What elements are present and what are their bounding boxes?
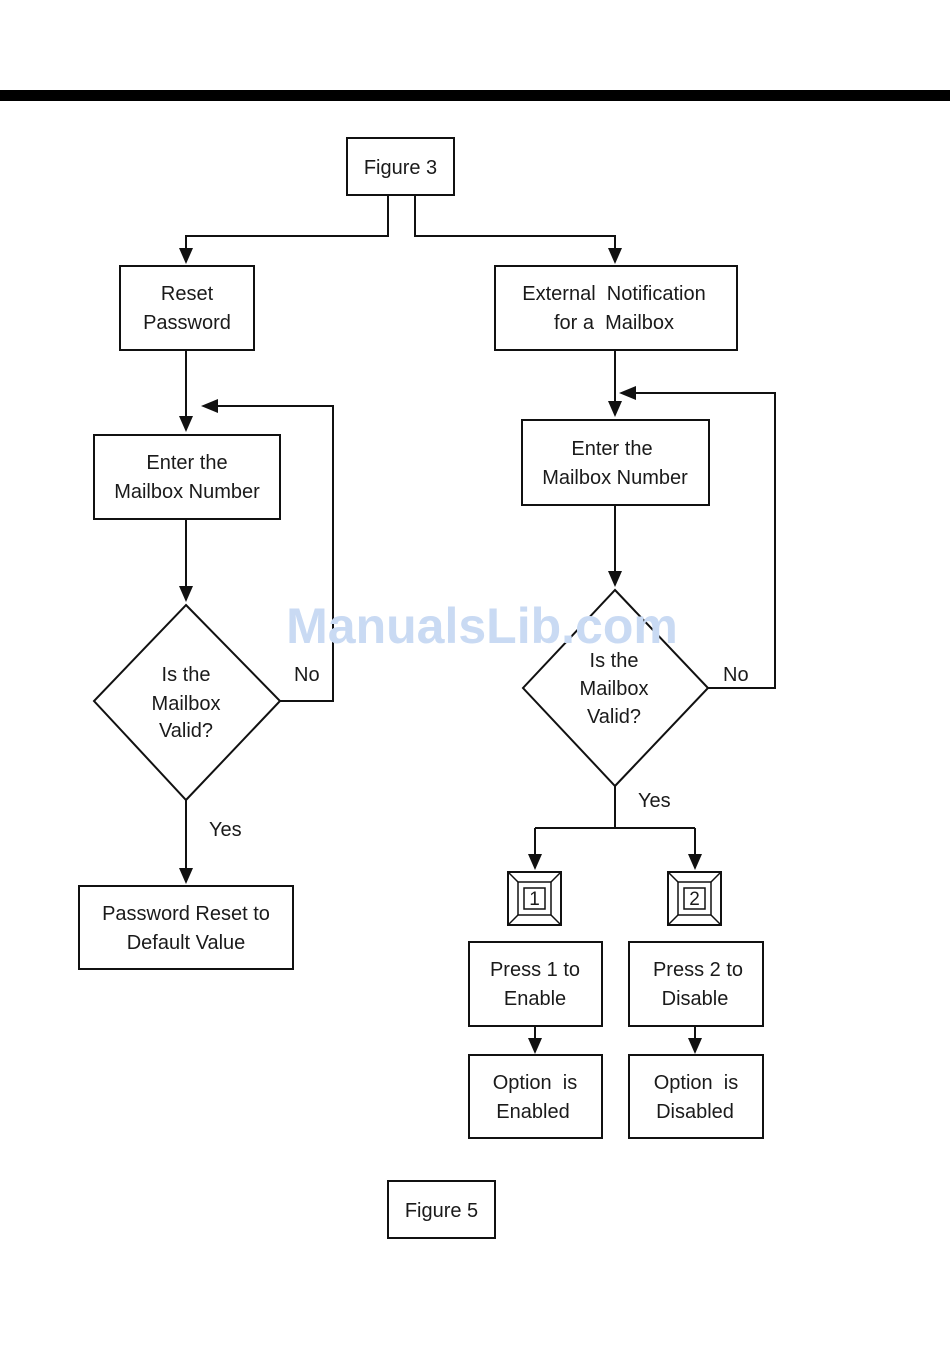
option-enabled-line2: Enabled bbox=[496, 1101, 569, 1123]
arrowhead-to-password-reset bbox=[179, 868, 193, 884]
arrowheads bbox=[179, 248, 702, 1054]
press2-line2: Disable bbox=[662, 988, 729, 1010]
node-figure3: Figure 3 bbox=[346, 137, 455, 196]
figure5-label: Figure 5 bbox=[405, 1200, 478, 1222]
valid-left-line3: Valid? bbox=[159, 720, 213, 742]
watermark: ManualsLib.com bbox=[286, 598, 678, 654]
press2-line1: Press 2 to bbox=[653, 959, 743, 981]
reset-password-line1: Reset bbox=[161, 283, 214, 305]
node-reset-password: Reset Password bbox=[119, 265, 255, 351]
arrowhead-to-option-disabled bbox=[688, 1038, 702, 1054]
decision-mailbox-valid-right: Is the Mailbox Valid? bbox=[521, 588, 710, 788]
key1-label: 1 bbox=[529, 889, 540, 910]
node-external-notification: External Notification for a Mailbox bbox=[494, 265, 738, 351]
arrowhead-to-valid-left bbox=[179, 586, 193, 602]
arrowhead-to-key2 bbox=[688, 854, 702, 870]
arrowhead-loop-left bbox=[201, 399, 218, 413]
arrowhead-to-enter-left bbox=[179, 416, 193, 432]
valid-left-line2: Mailbox bbox=[152, 693, 221, 715]
external-notification-line1: External Notification bbox=[522, 283, 705, 305]
node-option-enabled: Option is Enabled bbox=[468, 1054, 603, 1139]
external-notification-line2: for a Mailbox bbox=[554, 312, 674, 334]
valid-right-line3: Valid? bbox=[587, 706, 641, 728]
figure3-label: Figure 3 bbox=[364, 157, 437, 179]
arrowhead-to-valid-right bbox=[608, 571, 622, 587]
option-disabled-line1: Option is bbox=[654, 1072, 738, 1094]
node-enter-mailbox-left: Enter the Mailbox Number bbox=[93, 434, 281, 520]
node-press2: Press 2 to Disable bbox=[628, 941, 764, 1027]
decision-mailbox-valid-left: Is the Mailbox Valid? bbox=[92, 603, 282, 802]
key2-label: 2 bbox=[689, 889, 700, 910]
press1-line2: Enable bbox=[504, 988, 566, 1010]
node-option-disabled: Option is Disabled bbox=[628, 1054, 764, 1139]
enter-mailbox-right-line2: Mailbox Number bbox=[542, 467, 688, 489]
password-reset-line1: Password Reset to bbox=[102, 903, 270, 925]
arrowhead-to-enter-right bbox=[608, 401, 622, 417]
option-enabled-line1: Option is bbox=[493, 1072, 577, 1094]
yes-label-left: Yes bbox=[209, 819, 242, 841]
password-reset-line2: Default Value bbox=[127, 932, 246, 954]
reset-password-line2: Password bbox=[143, 312, 231, 334]
node-press1: Press 1 to Enable bbox=[468, 941, 603, 1027]
top-rule bbox=[0, 90, 950, 101]
valid-right-line2: Mailbox bbox=[580, 678, 649, 700]
node-password-reset: Password Reset to Default Value bbox=[78, 885, 294, 970]
arrowhead-to-reset bbox=[179, 248, 193, 264]
no-label-left: No bbox=[294, 664, 320, 686]
arrowhead-loop-right bbox=[619, 386, 636, 400]
enter-mailbox-left-line1: Enter the bbox=[146, 452, 227, 474]
enter-mailbox-left-line2: Mailbox Number bbox=[114, 481, 260, 503]
yes-label-right: Yes bbox=[638, 790, 671, 812]
enter-mailbox-right-line1: Enter the bbox=[571, 438, 652, 460]
arrowhead-to-key1 bbox=[528, 854, 542, 870]
valid-right-line1: Is the bbox=[590, 650, 639, 672]
press1-line1: Press 1 to bbox=[490, 959, 580, 981]
node-enter-mailbox-right: Enter the Mailbox Number bbox=[521, 419, 710, 506]
arrowhead-to-external bbox=[608, 248, 622, 264]
no-label-right: No bbox=[723, 664, 749, 686]
keypad-key-2-icon: 2 bbox=[667, 871, 722, 926]
option-disabled-line2: Disabled bbox=[656, 1101, 734, 1123]
keypad-key-1-icon: 1 bbox=[507, 871, 562, 926]
arrowhead-to-option-enabled bbox=[528, 1038, 542, 1054]
valid-left-line1: Is the bbox=[162, 664, 211, 686]
node-figure5: Figure 5 bbox=[387, 1180, 496, 1239]
